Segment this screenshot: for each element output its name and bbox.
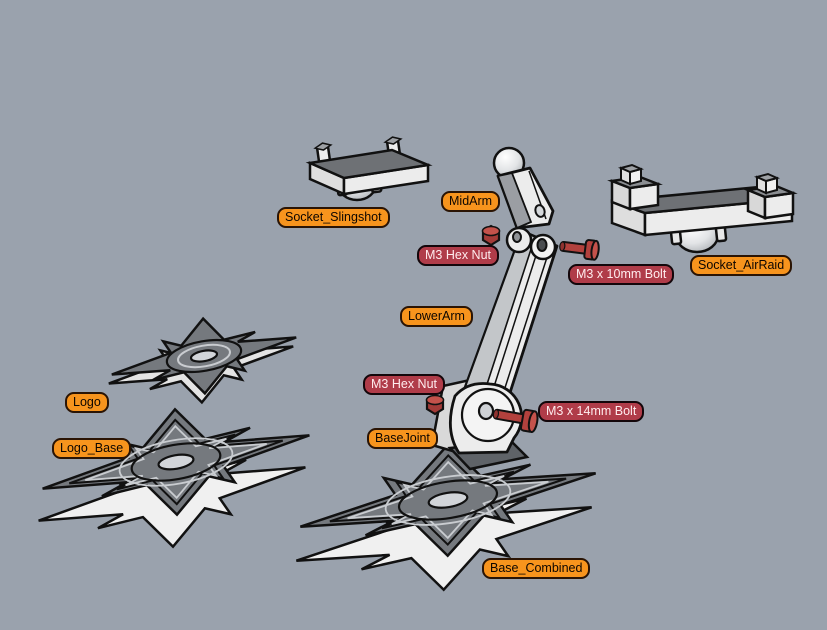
fastener-m3x10-bolt[interactable] [559, 237, 600, 261]
airraid-right-post [757, 174, 777, 193]
label-logo[interactable]: Logo [65, 392, 109, 413]
fastener-m3x14-bolt[interactable] [491, 404, 538, 432]
label-socket-slingshot[interactable]: Socket_Slingshot [277, 207, 390, 228]
label-m3-10mm-bolt[interactable]: M3 x 10mm Bolt [568, 264, 675, 285]
part-logo-base[interactable] [27, 385, 321, 571]
label-m3-hex-nut-bottom[interactable]: M3 Hex Nut [363, 374, 445, 395]
fastener-m3-hex-nut-bottom[interactable] [427, 395, 444, 414]
part-socket-slingshot[interactable] [310, 136, 428, 200]
label-midarm[interactable]: MidArm [441, 191, 501, 212]
part-logo[interactable] [100, 302, 305, 419]
airraid-left-post [621, 165, 641, 184]
label-base-combined[interactable]: Base_Combined [482, 558, 591, 579]
label-basejoint[interactable]: BaseJoint [367, 428, 438, 449]
part-midarm[interactable] [494, 148, 553, 228]
label-lowerarm[interactable]: LowerArm [400, 306, 473, 327]
part-socket-airraid[interactable] [612, 165, 793, 252]
part-basejoint[interactable] [450, 384, 527, 470]
label-socket-airraid[interactable]: Socket_AirRaid [690, 255, 793, 276]
label-m3-hex-nut-top[interactable]: M3 Hex Nut [417, 245, 499, 266]
label-m3-14mm-bolt[interactable]: M3 x 14mm Bolt [538, 401, 645, 422]
part-base-combined[interactable] [285, 420, 607, 614]
fastener-m3-hex-nut-top[interactable] [483, 226, 500, 245]
label-logo-base[interactable]: Logo_Base [52, 438, 132, 459]
